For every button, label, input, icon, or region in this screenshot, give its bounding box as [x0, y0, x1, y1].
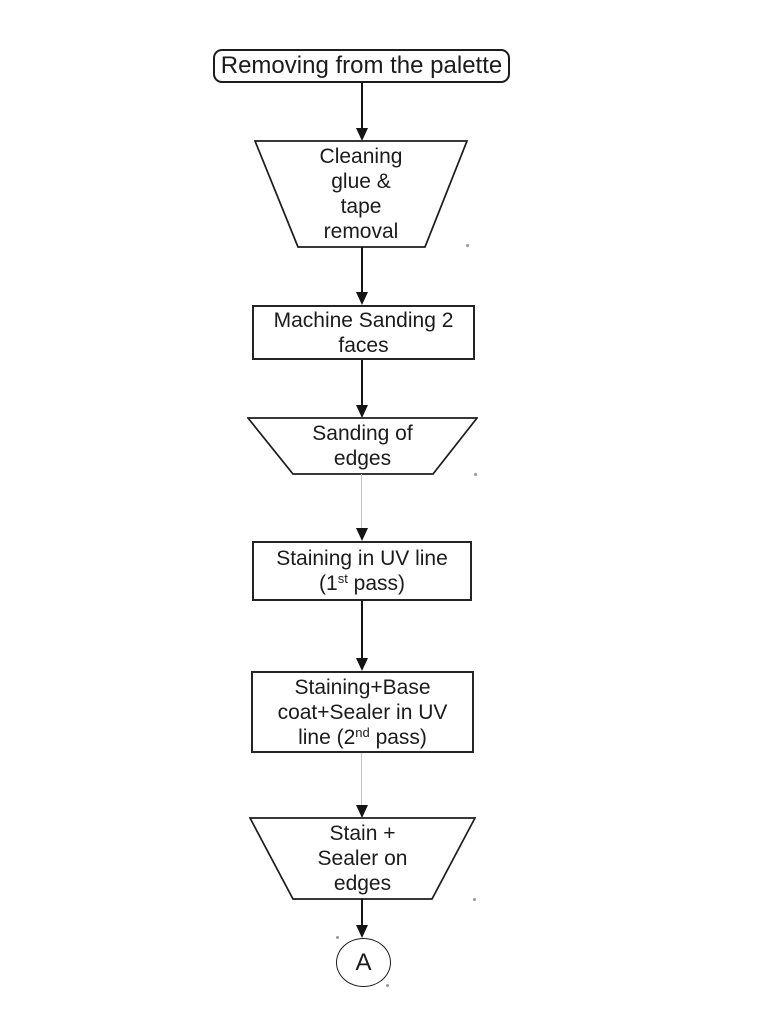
node-staining-base-sealer-uv-second-pass: Staining+Base coat+Sealer in UV line (2n…	[251, 671, 474, 753]
node-label: A	[355, 948, 372, 976]
arrow-staining-first-to-staining-second	[361, 601, 363, 660]
node-label: Removing from the palette	[220, 52, 503, 79]
arrow-down-icon	[356, 292, 368, 305]
arrow-staining-second-to-stain-sealer	[361, 753, 362, 807]
superscript-ordinal: nd	[355, 724, 370, 740]
arrow-start-to-cleaning	[361, 83, 363, 130]
node-cleaning-glue-tape-removal: Cleaning glue & tape removal	[254, 140, 468, 248]
scan-artifact-dot	[386, 984, 389, 987]
arrow-down-icon	[356, 658, 368, 671]
node-staining-uv-first-pass: Staining in UV line (1st pass)	[252, 541, 472, 601]
node-label: Machine Sanding 2 faces	[273, 308, 454, 357]
node-connector-a: A	[336, 938, 391, 987]
arrow-down-icon	[356, 128, 368, 141]
arrow-down-icon	[356, 805, 368, 818]
node-removing-from-palette: Removing from the palette	[213, 49, 510, 83]
arrow-down-icon	[356, 405, 368, 418]
scan-artifact-dot	[336, 936, 339, 939]
arrow-stain-sealer-to-connector-a	[361, 899, 363, 927]
arrow-sanding-edges-to-staining-first	[361, 474, 362, 530]
arrow-machine-sanding-to-sanding-edges	[361, 360, 363, 407]
trapezoid-shape	[254, 140, 468, 248]
trapezoid-shape	[249, 817, 476, 900]
arrow-down-icon	[356, 925, 368, 938]
scan-artifact-dot	[466, 244, 469, 247]
arrow-cleaning-to-machine-sanding	[361, 247, 363, 294]
scan-artifact-dot	[474, 473, 477, 476]
node-machine-sanding-2-faces: Machine Sanding 2 faces	[252, 305, 475, 360]
node-label: Staining+Base coat+Sealer in UV line (2n…	[277, 675, 448, 749]
superscript-ordinal: st	[337, 571, 348, 586]
scan-artifact-dot	[473, 898, 476, 901]
node-sanding-of-edges: Sanding of edges	[247, 417, 478, 475]
node-label: Sanding of edges	[312, 422, 413, 470]
node-label: Cleaning glue & tape removal	[319, 145, 403, 243]
arrow-down-icon	[356, 528, 368, 541]
node-label: Staining in UV line (1st pass)	[276, 547, 448, 595]
trapezoid-shape	[247, 417, 478, 475]
node-stain-sealer-on-edges: Stain + Sealer on edges	[249, 817, 476, 900]
node-label: Stain + Sealer on edges	[317, 822, 408, 895]
